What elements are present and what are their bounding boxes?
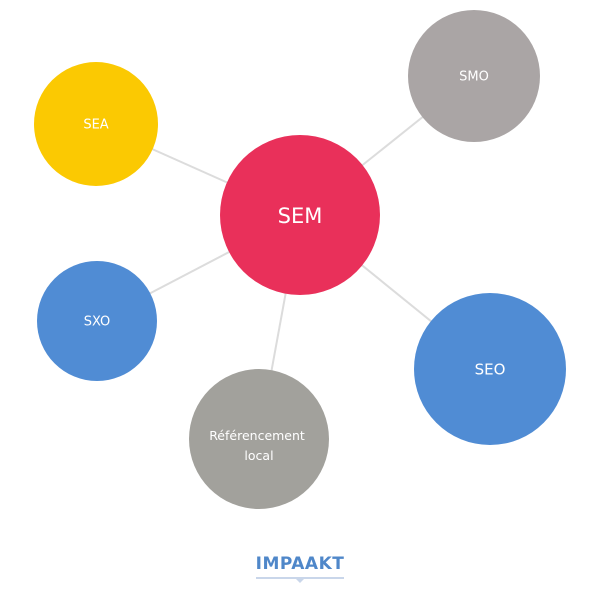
brand-logo: IMPAAKT — [255, 554, 345, 583]
node-sem: SEM — [220, 135, 380, 295]
node-smo: SMO — [408, 10, 540, 142]
brand-footer: IMPAAKT — [0, 554, 600, 583]
brand-underline-notch — [295, 579, 304, 583]
node-local: Référencement local — [189, 369, 329, 509]
brand-name: IMPAAKT — [255, 554, 345, 574]
node-local-label-line-1: Référencement — [209, 428, 305, 443]
node-local-circle — [189, 369, 329, 509]
node-sxo-circle — [37, 261, 157, 381]
node-sea-label: SEA — [83, 118, 108, 133]
node-sem-circle — [220, 135, 380, 295]
node-local-label-line-2: local — [244, 448, 273, 463]
node-sea: SEA — [34, 62, 158, 186]
node-sxo: SXO — [37, 261, 157, 381]
node-sem-label: SEM — [278, 204, 323, 228]
node-sxo-label: SXO — [84, 315, 111, 330]
node-smo-label: SMO — [459, 70, 489, 85]
node-seo-label: SEO — [475, 361, 506, 379]
node-sea-circle — [34, 62, 158, 186]
node-seo-circle — [414, 293, 566, 445]
node-smo-circle — [408, 10, 540, 142]
node-local-label: Référencement local — [209, 428, 309, 463]
node-seo: SEO — [414, 293, 566, 445]
